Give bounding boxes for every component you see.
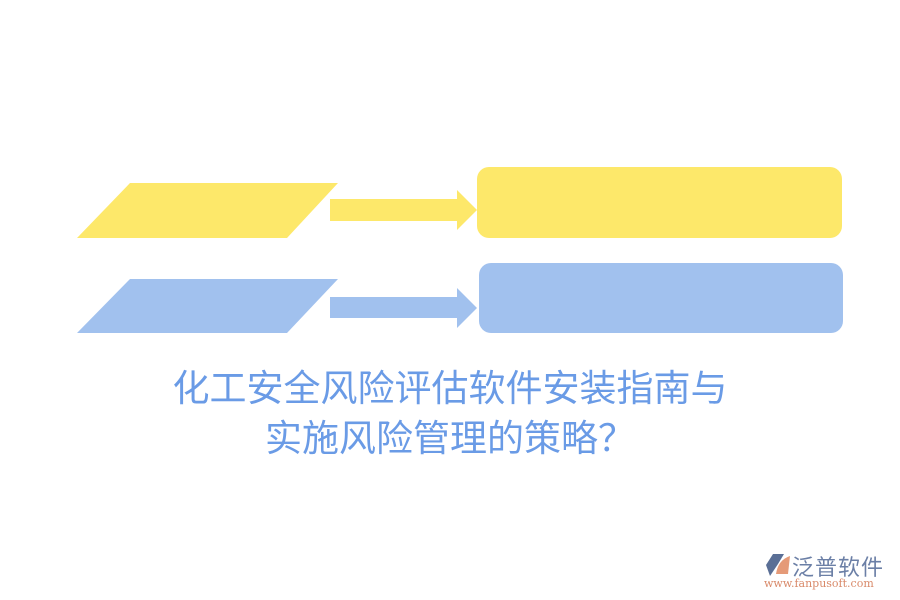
yellow-arrow-icon bbox=[330, 190, 477, 230]
watermark-brand: 泛普软件 bbox=[792, 556, 885, 581]
blue-arrow-icon bbox=[330, 288, 477, 328]
watermark-url: www.fanpusoft.com bbox=[764, 577, 874, 590]
yellow-parallelogram bbox=[77, 183, 338, 238]
title-line-1: 化工安全风险评估软件安装指南与 bbox=[172, 367, 728, 410]
blue-box bbox=[479, 263, 843, 333]
title-line-2: 实施风险管理的策略？ bbox=[265, 417, 635, 460]
blue-parallelogram bbox=[77, 279, 338, 333]
fanpu-logo-icon bbox=[766, 554, 790, 576]
page-title: 化工安全风险评估软件安装指南与 实施风险管理的策略？ bbox=[0, 364, 900, 464]
yellow-box bbox=[477, 167, 842, 238]
watermark-logo: 泛普软件 www.fanpusoft.com bbox=[762, 552, 897, 596]
